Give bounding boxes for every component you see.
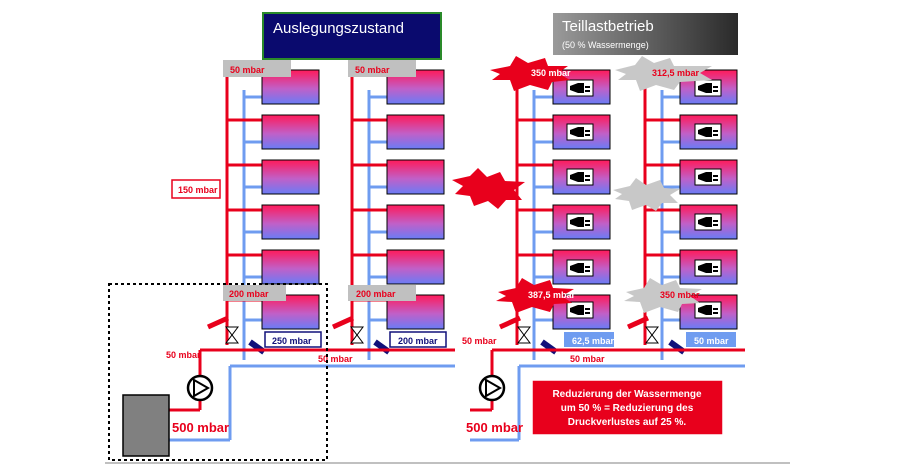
valve-pressure-box — [686, 332, 736, 347]
radiator — [261, 159, 320, 195]
pump-pressure-label: 500 mbar — [172, 420, 229, 435]
pressure-burst-icon — [490, 56, 570, 91]
pressure-label: 387,5 mbar — [528, 290, 576, 300]
left-title-box — [262, 12, 442, 60]
pressure-burst-icon — [615, 56, 712, 91]
right-title: Teillastbetrieb — [562, 18, 654, 35]
pressure-burst-icon — [496, 278, 574, 313]
pressure-burst-icon — [624, 278, 702, 313]
radiator — [386, 114, 445, 150]
pressure-label: 312,5 mbar — [652, 68, 700, 78]
pressure-label: 50 mbar — [230, 65, 265, 75]
pressure-label: 150 mbar — [178, 185, 218, 195]
radiator — [386, 249, 445, 285]
pump-pressure-label: 500 mbar — [466, 420, 523, 435]
right-subtitle: (50 % Wassermenge) — [562, 40, 649, 50]
valve-pressure-label: 200 mbar — [398, 336, 438, 346]
boiler-room-frame — [108, 283, 328, 461]
radiator — [261, 249, 320, 285]
valve-pressure-box — [264, 331, 322, 348]
balancing-valve-icon — [517, 326, 531, 344]
balancing-valve-handle — [206, 315, 230, 330]
pressure-label: 350 mbar — [660, 290, 700, 300]
pressure-burst-icon — [452, 168, 525, 209]
note-line: Druckverlustes auf 25 %. — [568, 417, 687, 428]
note-box — [531, 379, 724, 436]
note-line: um 50 % = Reduzierung des — [561, 403, 694, 414]
note-line: Reduzierung der Wassermenge — [552, 389, 702, 400]
pressure-label-box — [223, 285, 286, 301]
radiator — [386, 159, 445, 195]
pipe-pressure-label: 50 mbar — [318, 354, 353, 364]
pressure-label-box — [348, 285, 416, 301]
right-title-box — [553, 13, 738, 55]
balancing-valve-handle — [331, 315, 355, 330]
balancing-valve-icon — [645, 326, 659, 344]
radiator — [679, 114, 738, 150]
radiator — [261, 114, 320, 150]
pressure-label: 200 mbar — [229, 289, 269, 299]
valve-pressure-box — [564, 332, 614, 347]
left-title: Auslegungszustand — [273, 20, 404, 37]
left-system: Auslegungszustand — [108, 12, 455, 461]
pipe-pressure-label: 50 mbar — [462, 336, 497, 346]
pressure-label: 350 mbar — [531, 68, 571, 78]
pressure-label-box — [223, 60, 291, 77]
pressure-burst-icon — [613, 178, 680, 211]
pressure-label: 200 mbar — [356, 289, 396, 299]
valve-pressure-label: 50 mbar — [694, 336, 729, 346]
pipe-pressure-label: 50 mbar — [166, 350, 201, 360]
valve-pressure-label: 62,5 mbar — [572, 336, 615, 346]
valve-pressure-box — [389, 331, 447, 348]
pressure-label: 50 mbar — [355, 65, 390, 75]
pressure-label-box — [348, 60, 416, 77]
radiator — [386, 204, 445, 240]
right-system: Teillastbetrieb (50 % Wassermenge) — [462, 13, 745, 442]
radiator — [261, 204, 320, 240]
boiler-icon — [122, 394, 170, 457]
pipe-pressure-label: 50 mbar — [570, 354, 605, 364]
pressure-label-box — [171, 179, 221, 199]
valve-pressure-label: 250 mbar — [272, 336, 312, 346]
